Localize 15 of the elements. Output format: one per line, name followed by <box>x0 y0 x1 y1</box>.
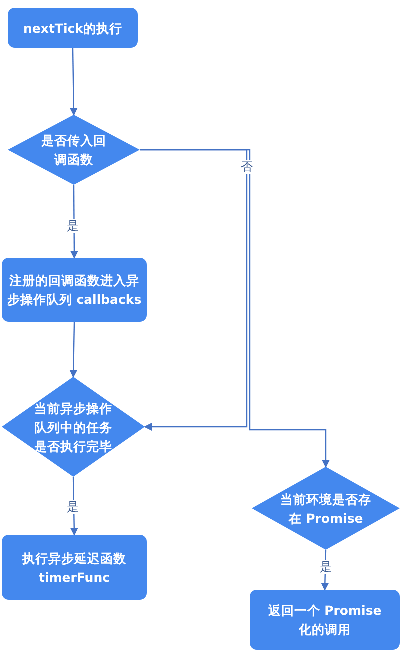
arrow <box>70 48 78 116</box>
edge-label: 否 <box>240 160 254 174</box>
edge-label: 是 <box>66 219 80 233</box>
arrow <box>70 185 78 259</box>
decision-diamond: 当前环境是否存在 Promise <box>252 467 400 550</box>
decision-diamond: 当前异步操作队列中的任务是否执行完毕 <box>2 377 145 477</box>
process-box: 执行异步延迟函数 timerFunc <box>2 535 147 600</box>
arrow <box>140 149 330 468</box>
process-box: nextTick的执行 <box>8 8 138 48</box>
decision-diamond: 是否传入回调函数 <box>8 115 140 185</box>
process-box: 返回一个 Promise 化的调用 <box>250 590 400 650</box>
arrow <box>70 322 78 378</box>
process-box: 注册的回调函数进入异步操作队列 callbacks <box>2 258 147 322</box>
edge-label: 是 <box>66 500 80 514</box>
edge-label: 是 <box>319 560 333 574</box>
